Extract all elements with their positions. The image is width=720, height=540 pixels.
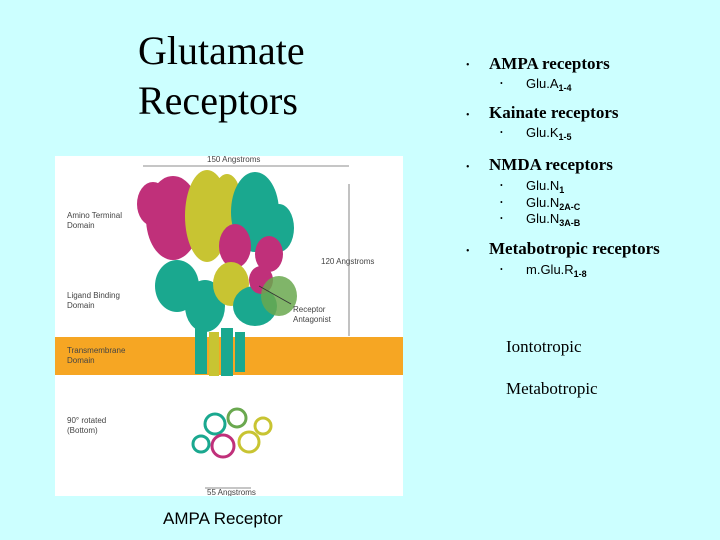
bullet-icon: • <box>466 162 470 173</box>
amino-terminal-label-2: Domain <box>67 221 95 230</box>
slide-title: Glutamate Receptors <box>138 26 338 126</box>
bottom-scale-label: 55 Angstroms <box>207 488 256 496</box>
ampa-receptor-figure: 150 Angstroms 120 Angstroms 55 Angstroms… <box>55 155 403 497</box>
title-line-1: Glutamate <box>138 28 305 73</box>
title-line-2: Receptors <box>138 78 298 123</box>
bullet-icon: • <box>500 214 503 223</box>
item-nmda-sub-2: Glu.N2A-C <box>526 195 581 212</box>
bullet-icon: • <box>466 60 470 71</box>
rotated-label-2: (Bottom) <box>67 426 98 435</box>
iontotropic-label: Iontotropic <box>506 337 582 356</box>
rotated-label-1: 90° rotated <box>67 416 106 425</box>
item-metabotropic-sub-1: m.Glu.R1-8 <box>526 262 587 279</box>
item-nmda-sub-3: Glu.N3A-B <box>526 211 581 228</box>
amino-terminal-label-1: Amino Terminal <box>67 211 122 220</box>
item-nmda-sub-1: Glu.N1 <box>526 178 565 195</box>
item-ampa-label: AMPA receptors <box>489 54 610 73</box>
bullet-icon: • <box>500 79 503 88</box>
item-nmda-label: NMDA receptors <box>489 155 613 174</box>
ligand-binding-label-1: Ligand Binding <box>67 291 120 300</box>
right-scale-label: 120 Angstroms <box>321 257 374 266</box>
item-kainate-sub-1: Glu.K1-5 <box>526 125 572 142</box>
figure-caption: AMPA Receptor <box>163 509 283 528</box>
item-kainate-label: Kainate receptors <box>489 103 619 122</box>
transmembrane-helices-shape <box>195 328 245 376</box>
bullet-icon: • <box>500 128 503 137</box>
bullet-icon: • <box>466 246 470 257</box>
ampa-structure-illustration: 150 Angstroms 120 Angstroms 55 Angstroms… <box>55 155 403 497</box>
top-scale-label: 150 Angstroms <box>207 156 260 164</box>
rotated-bottom-view-shape <box>191 407 273 459</box>
metabotropic-label: Metabotropic <box>506 379 598 398</box>
bullet-icon: • <box>500 198 503 207</box>
transmembrane-label-1: Transmembrane <box>67 346 126 355</box>
bullet-icon: • <box>500 265 503 274</box>
transmembrane-label-2: Domain <box>67 356 95 365</box>
item-metabotropic-label: Metabotropic receptors <box>489 239 660 258</box>
antagonist-pointer <box>258 285 292 305</box>
bullet-icon: • <box>466 110 470 121</box>
antagonist-label-1: Receptor <box>293 305 326 314</box>
antagonist-label-2: Antagonist <box>293 315 332 324</box>
bullet-icon: • <box>500 181 503 190</box>
ligand-binding-label-2: Domain <box>67 301 95 310</box>
amino-terminal-domain-shape <box>137 170 294 272</box>
ligand-binding-domain-shape <box>155 260 297 332</box>
item-ampa-sub-1: Glu.A1-4 <box>526 76 572 93</box>
